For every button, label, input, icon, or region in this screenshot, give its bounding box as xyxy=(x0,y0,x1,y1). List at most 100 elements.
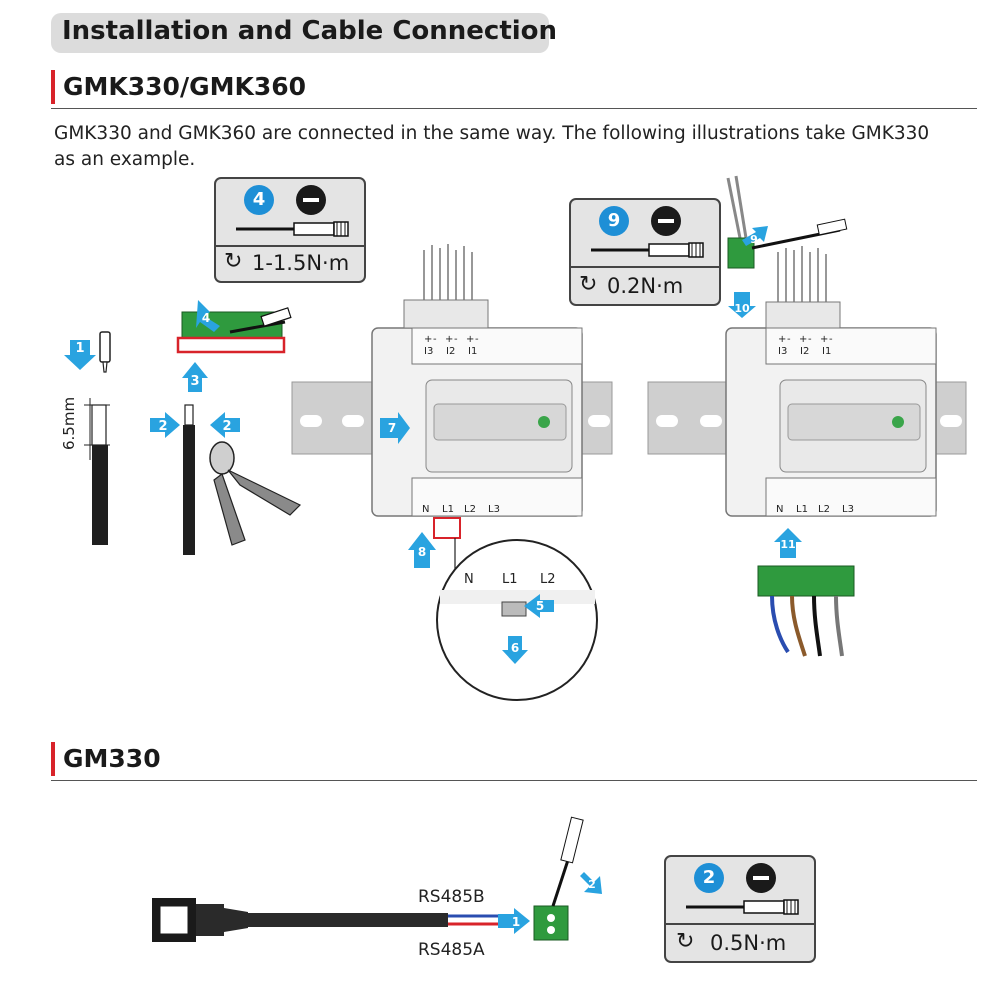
step-arrow-2a: 2 xyxy=(150,412,180,438)
svg-text:N: N xyxy=(464,572,474,587)
ct-labels-left: + - + - + - I3 I2 I1 xyxy=(424,334,479,357)
section-marker xyxy=(51,70,55,104)
meter-gmk330-left xyxy=(371,299,583,517)
step-arrow-2b: 2 xyxy=(210,412,240,438)
phase-connector-green xyxy=(757,565,855,657)
ct-terminal-block xyxy=(176,307,292,354)
svg-text:2: 2 xyxy=(588,878,596,891)
svg-text:L1: L1 xyxy=(796,504,808,515)
svg-text:I1: I1 xyxy=(822,346,831,357)
strip-length-label: 6.5mm xyxy=(60,397,78,450)
ct-connector-green xyxy=(727,218,848,269)
svg-text:1: 1 xyxy=(512,915,520,929)
svg-text:-: - xyxy=(787,334,791,345)
svg-text:L1: L1 xyxy=(442,504,454,515)
rs485-terminal-green xyxy=(533,905,569,941)
svg-text:-: - xyxy=(475,334,479,345)
rotate-icon: ↻ xyxy=(579,272,598,297)
svg-text:N: N xyxy=(776,504,783,515)
svg-text:2: 2 xyxy=(222,419,231,434)
dimension-line: 6.5mm xyxy=(60,397,110,460)
svg-text:9: 9 xyxy=(750,233,758,246)
step-badge: 9 xyxy=(599,206,629,236)
stripped-wire xyxy=(91,404,108,545)
screwdriver-icon xyxy=(686,899,799,915)
svg-text:I1: I1 xyxy=(468,346,477,357)
svg-text:L3: L3 xyxy=(842,504,854,515)
label-rs485b: RS485B xyxy=(418,887,485,907)
ct-wires-left xyxy=(423,244,473,300)
torque-box-step4: 4 ↻ 1-1.5N·m xyxy=(214,177,366,283)
box-divider xyxy=(666,923,814,925)
svg-text:I2: I2 xyxy=(446,346,455,357)
crimping-tool-icon xyxy=(209,441,302,546)
screwdriver-icon xyxy=(236,221,349,237)
highlight-clip xyxy=(433,517,461,539)
torque-value: 0.5N·m xyxy=(710,931,787,955)
page-title: Installation and Cable Connection xyxy=(62,16,558,46)
svg-text:L1: L1 xyxy=(502,572,518,587)
svg-text:3: 3 xyxy=(190,374,199,389)
step-arrow-7: 7 xyxy=(380,412,410,444)
phase-labels-right: N L1 L2 L3 xyxy=(776,504,854,515)
svg-text:4: 4 xyxy=(202,311,210,325)
step-arrow-gm-2: 2 xyxy=(580,872,602,894)
svg-text:+: + xyxy=(424,334,432,345)
svg-text:7: 7 xyxy=(388,421,396,435)
meter-gmk330-right xyxy=(725,301,937,517)
svg-text:I2: I2 xyxy=(800,346,809,357)
screwdriver-icon xyxy=(591,242,704,258)
rj45-plug xyxy=(152,898,248,942)
svg-text:I3: I3 xyxy=(778,346,787,357)
svg-text:2: 2 xyxy=(158,419,167,434)
title-banner xyxy=(51,13,549,53)
step-arrow-5: 5 xyxy=(524,594,554,618)
crimped-wire xyxy=(183,404,195,555)
step-arrow-8: 8 xyxy=(408,532,436,568)
svg-text:L3: L3 xyxy=(488,504,500,515)
torque-box-gm330: 2 ↻ 0.5N·m xyxy=(664,855,816,963)
flat-screwdriver-icon xyxy=(746,863,776,893)
flat-screwdriver-icon xyxy=(296,185,326,215)
svg-text:5: 5 xyxy=(536,599,544,613)
svg-text:10: 10 xyxy=(734,302,750,315)
svg-text:+: + xyxy=(445,334,453,345)
svg-text:L2: L2 xyxy=(540,572,556,587)
rotate-icon: ↻ xyxy=(676,929,695,954)
torque-value: 0.2N·m xyxy=(607,274,684,298)
step-arrow-gm-1: 1 xyxy=(498,908,530,934)
svg-text:L2: L2 xyxy=(464,504,476,515)
ct-labels-right: + - + - + - I3 I2 I1 xyxy=(778,334,833,357)
ferrule-icon xyxy=(99,331,111,373)
svg-text:I3: I3 xyxy=(424,346,433,357)
box-divider xyxy=(571,266,719,268)
step-arrow-9: 9 xyxy=(742,226,768,246)
section-marker xyxy=(51,742,55,776)
step-arrow-10: 10 xyxy=(728,292,756,318)
svg-text:+: + xyxy=(466,334,474,345)
box-divider xyxy=(216,245,364,247)
cable-jacket xyxy=(248,913,448,927)
zoom-detail: N L1 L2 xyxy=(436,538,598,701)
step-arrow-4: 4 xyxy=(196,300,220,332)
svg-text:-: - xyxy=(808,334,812,345)
section-rule xyxy=(51,108,977,109)
svg-text:11: 11 xyxy=(780,538,795,551)
section-rule xyxy=(51,780,977,781)
rotate-icon: ↻ xyxy=(224,249,243,274)
svg-text:-: - xyxy=(433,334,437,345)
svg-text:+: + xyxy=(799,334,807,345)
step-arrow-6: 6 xyxy=(502,636,528,664)
step-arrow-3: 3 xyxy=(182,362,208,392)
flat-screwdriver-icon xyxy=(651,206,681,236)
svg-text:8: 8 xyxy=(418,545,426,559)
svg-text:6: 6 xyxy=(511,641,519,655)
label-rs485a: RS485A xyxy=(418,940,485,960)
step-arrow-1: 1 xyxy=(64,340,96,370)
section-title-gm330: GM330 xyxy=(63,744,161,773)
screwdriver-vertical xyxy=(551,816,584,907)
svg-text:-: - xyxy=(829,334,833,345)
step-label: 1 xyxy=(75,341,84,356)
torque-value: 1-1.5N·m xyxy=(252,251,350,275)
